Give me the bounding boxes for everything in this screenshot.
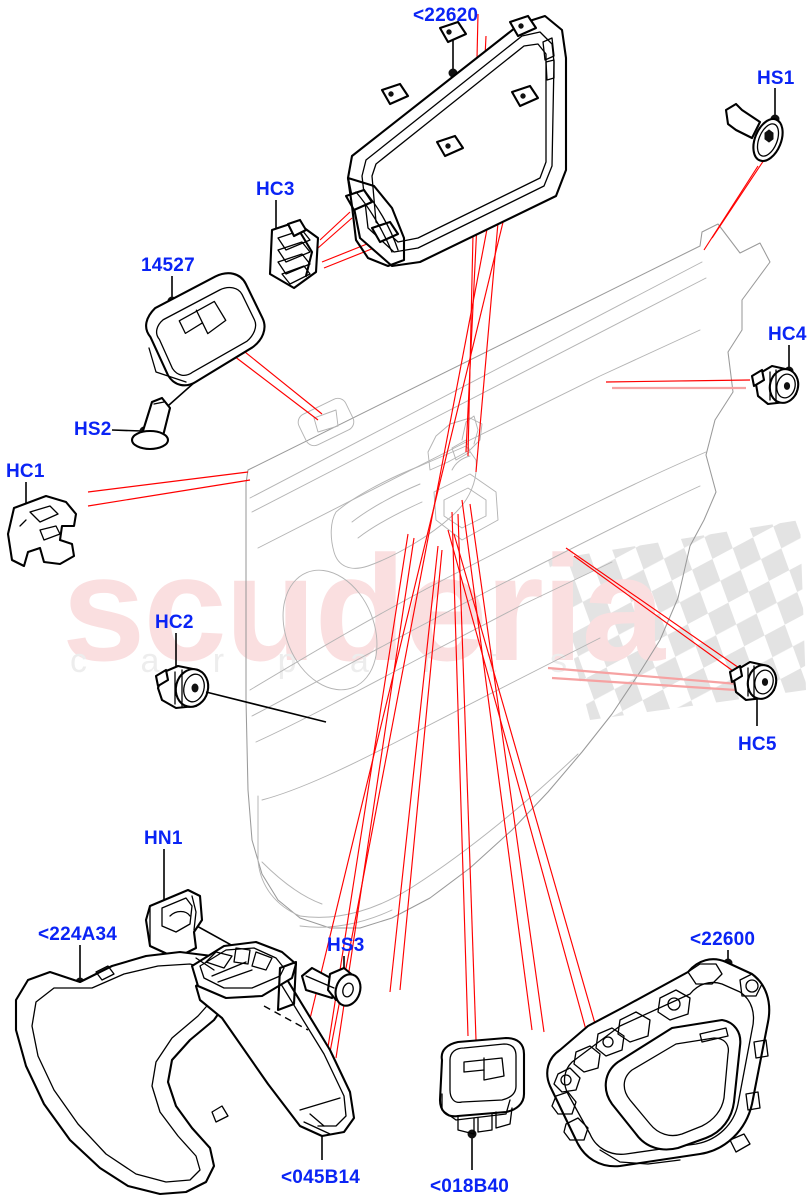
- part-label-hs3[interactable]: HS3: [327, 935, 365, 956]
- part-hs3-armrest-screw: [300, 966, 362, 1007]
- part-hc1-retainer-clip: [6, 494, 78, 568]
- part-label-hn1[interactable]: HN1: [144, 828, 183, 849]
- part-22620-upper-trim-finisher: [344, 14, 568, 268]
- part-label-hs1[interactable]: HS1: [757, 68, 795, 89]
- part-hc5-push-in-clip: [728, 660, 778, 702]
- part-label-045b14[interactable]: <045B14: [281, 1167, 361, 1188]
- part-label-hc5[interactable]: HC5: [738, 734, 777, 755]
- part-hn1-nut-plate: [144, 888, 204, 960]
- part-label-22600[interactable]: <22600: [690, 929, 756, 950]
- part-label-14527[interactable]: 14527: [141, 255, 195, 276]
- part-label-hs2[interactable]: HS2: [74, 419, 112, 440]
- watermark-brand: scuderia: [62, 524, 667, 692]
- part-045b14-armrest-assembly: [190, 940, 356, 1138]
- part-hc4-push-in-clip: [750, 364, 800, 406]
- part-hs1-torx-screw: [724, 102, 784, 163]
- part-14527-window-switch: [145, 272, 266, 387]
- part-label-hc2[interactable]: HC2: [155, 612, 194, 633]
- part-hc3-fir-tree-clip: [268, 218, 320, 290]
- leader-lines-red: [87, 13, 765, 1061]
- part-label-224a34[interactable]: <224A34: [38, 924, 118, 945]
- part-22600-door-release-bezel: [546, 958, 771, 1168]
- part-label-hc3[interactable]: HC3: [256, 179, 295, 200]
- part-hc2-push-in-clip: [154, 664, 327, 723]
- part-label-hc4[interactable]: HC4: [768, 324, 807, 345]
- part-018b40-rear-window-switch: [438, 1036, 526, 1135]
- part-label-22620[interactable]: <22620: [413, 5, 479, 26]
- part-hs2-switch-screw: [130, 396, 172, 451]
- part-label-hc1[interactable]: HC1: [6, 461, 45, 482]
- part-label-018b40[interactable]: <018B40: [430, 1176, 510, 1197]
- watermark-group: scuderia c a r p a r t s: [62, 520, 806, 720]
